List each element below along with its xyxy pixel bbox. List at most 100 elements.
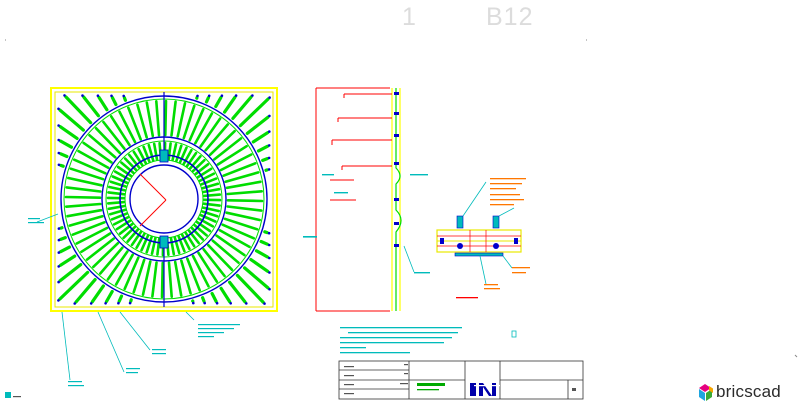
grate-slot [185, 151, 198, 168]
grate-slot [127, 106, 142, 141]
grate-slot [126, 228, 140, 243]
company-name-mark [417, 383, 445, 386]
detail-callouts [484, 178, 530, 290]
grate-slot [58, 245, 72, 254]
page-number: 1 [402, 3, 417, 31]
grate-slot [109, 115, 131, 147]
connection-detail [436, 178, 530, 338]
slot-end-mark [57, 251, 61, 254]
grate-slot [176, 102, 187, 138]
grate-slot [66, 208, 103, 218]
slot-end-mark [267, 156, 271, 160]
slot-end-mark [267, 144, 271, 147]
grate-slot [94, 127, 121, 155]
grate-slot [204, 123, 229, 152]
grate-slot [201, 206, 220, 213]
grate-slot [226, 190, 264, 196]
slot-end-mark [57, 107, 60, 111]
split-connector-bottom [159, 235, 169, 249]
grate-slot [137, 147, 148, 165]
grate-slot [263, 230, 269, 235]
grate-slot [200, 210, 219, 218]
grate-slot [135, 232, 146, 250]
grate-slot [77, 149, 110, 169]
grate-slot [145, 101, 155, 138]
grate-slot [197, 217, 215, 228]
grate-slot [99, 246, 124, 275]
slot-end-mark [268, 130, 271, 133]
company-logo [470, 383, 500, 396]
grate-slot [65, 186, 102, 193]
drawing-notes [340, 327, 462, 354]
grate-slot [194, 112, 214, 145]
grate-slot [82, 141, 113, 164]
grate-slot [210, 291, 218, 303]
grate-slot [59, 152, 69, 159]
grate-slot [109, 180, 128, 188]
grate-slot [204, 96, 210, 104]
grate-slot [249, 258, 270, 273]
grate-slot [108, 208, 127, 216]
slot-end-mark [245, 302, 248, 305]
slot-end-mark [122, 94, 125, 98]
tree-opening [129, 164, 199, 234]
grate-slot [132, 258, 146, 294]
slot-end-mark [110, 94, 113, 98]
grate-slot [167, 142, 172, 161]
grate-slot [180, 233, 191, 251]
grate-slot [197, 251, 219, 283]
grate-slot [199, 117, 222, 148]
slot-end-mark [268, 271, 271, 274]
grate-slot [147, 143, 155, 162]
slot-end-mark [268, 96, 271, 99]
slot-end-mark [57, 299, 60, 302]
slot-end-mark [81, 94, 84, 97]
grate-slot [225, 180, 262, 190]
grate-slot [198, 172, 216, 183]
slot-end-mark [57, 163, 61, 167]
grate-slot [123, 256, 140, 291]
grate-slot [123, 157, 138, 172]
grate-slot [202, 248, 226, 278]
grate-slot [191, 158, 206, 173]
slot-end-mark [128, 301, 132, 305]
section-profile [395, 88, 402, 311]
corner-marks [5, 39, 798, 358]
grate-slot [195, 220, 212, 233]
grate-slot [58, 270, 90, 301]
grate-slot [150, 236, 157, 255]
radius-dimension [139, 173, 167, 201]
grate-slot [223, 217, 259, 231]
bricscad-mark [699, 384, 713, 401]
grate-slot [202, 202, 221, 207]
grate-slot [114, 253, 134, 286]
slot-end-mark [89, 302, 93, 305]
grate-slot [69, 167, 105, 181]
slot-end-mark [57, 265, 60, 268]
grate-slot [184, 231, 196, 248]
grate-slot [160, 261, 164, 299]
grate-slot [128, 153, 141, 169]
slot-end-mark [268, 114, 271, 118]
grate-slot [67, 176, 103, 187]
grate-slot [112, 215, 130, 226]
grate-slot [108, 185, 127, 192]
slot-end-mark [220, 94, 224, 97]
grate-slot [64, 195, 102, 199]
bricscad-wordmark: bricscad [716, 382, 781, 401]
grate-radial-slots [57, 94, 271, 305]
grate-slot [238, 97, 270, 128]
grate-slot [221, 223, 256, 240]
grate-slot [175, 144, 183, 163]
grate-slot [202, 193, 222, 198]
slot-end-mark [207, 94, 211, 98]
grate-slot [177, 235, 186, 253]
grate-slot [231, 95, 253, 121]
slot-end-mark [57, 280, 60, 284]
slot-end-mark [57, 238, 61, 242]
grate-slot [106, 250, 129, 281]
grate-slot [104, 289, 114, 304]
grate-slot [180, 259, 192, 295]
slot-end-mark [196, 94, 199, 98]
